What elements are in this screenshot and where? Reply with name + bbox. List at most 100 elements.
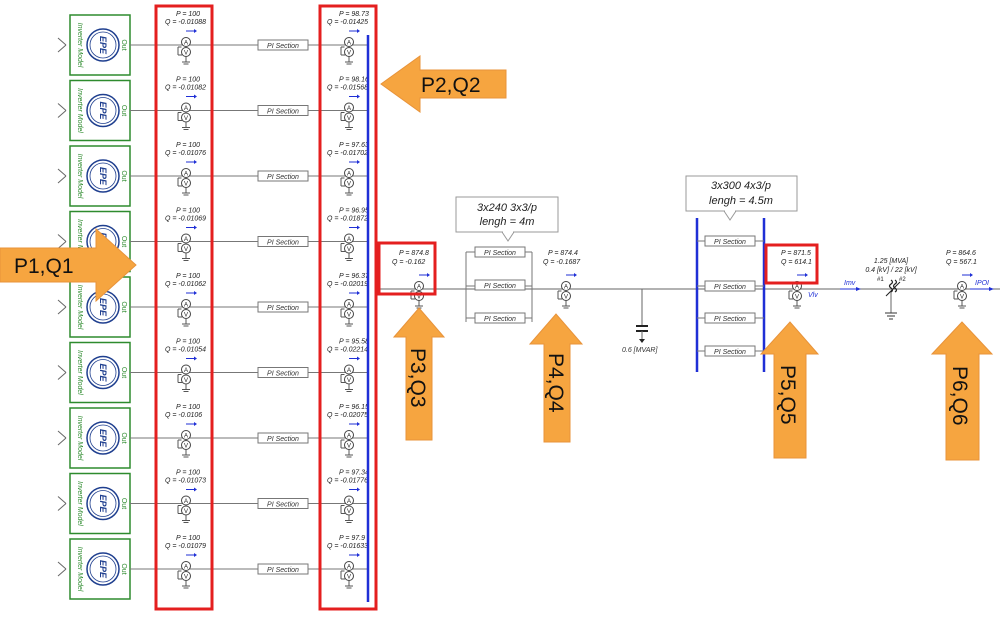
arrow-up-icon [759,321,820,459]
callout-pointer [501,231,515,242]
voltmeter-letter: V [184,509,188,515]
callout-pointer [723,210,737,221]
arrow-up-icon [528,313,584,443]
meter-icon: AV [340,553,360,589]
arrow-icon [357,422,360,426]
ammeter-letter: A [347,172,351,178]
connector-icon [57,37,67,46]
p2-value: P = 95.58 [339,339,369,346]
meter-icon: AV [953,273,973,309]
ammeter-letter: A [347,237,351,243]
ammeter-icon [344,168,354,178]
ammeter-icon [181,364,191,375]
q1-value: Q = -0.01054 [165,347,206,354]
callout-label: P6,Q6 [948,366,971,426]
p1-value: P = 100 [176,273,200,280]
meter-icon: AV [177,356,197,392]
meter-5-q: Q = 614.1 [781,259,812,266]
voltmeter-letter: V [795,295,799,301]
arrow-icon [357,356,360,361]
inverter-model-label: Inverter Model [76,23,83,68]
callout-label: P5,Q5 [776,365,799,425]
meter-icon: AV [557,273,577,309]
meter-icon: AV [557,273,577,309]
ammeter-letter: A [184,303,188,309]
meter-6-p: P = 864.6 [946,250,976,257]
arrow-right-icon [0,227,137,303]
pi-section-label: PI Section [484,250,516,257]
ammeter-icon [344,102,354,113]
meter-icon: AV [177,487,197,523]
q2-value: Q = -0.01702 [327,150,368,157]
voltmeter-letter: V [347,182,351,188]
connector-icon [57,234,67,242]
arrow-icon [357,487,360,492]
arrow-icon [357,29,360,33]
capacitor-icon [639,339,645,343]
arrow-icon [357,553,360,557]
cable-1-length: lengh = 4m [480,216,535,228]
pi-section [704,235,756,247]
pi-section-label: PI Section [714,316,746,323]
pi-section [257,170,309,182]
inverter-model-label: Inverter Model [76,88,83,133]
out-port-label: Out [120,236,127,247]
arrow-icon [194,422,197,426]
meter-icon: AV [340,291,360,327]
arrow-icon [194,225,197,230]
q1-value: Q = -0.0106 [165,412,202,419]
out-port-label: Out [120,367,127,378]
voltmeter-letter: V [960,295,964,301]
voltmeter-letter: V [184,116,188,122]
ammeter-icon [414,281,424,291]
arrow-icon [970,273,973,277]
ammeter-icon [561,281,571,291]
epe-logo-text: EPE [98,363,108,382]
q2-value: Q = -0.02214 [327,347,368,354]
ammeter-letter: A [184,172,188,178]
winding-1-label: #1 [877,277,884,283]
imv-signal-label: Imv [844,280,856,287]
meter-6-q: Q = 567.1 [946,259,977,266]
ammeter-icon [181,233,191,244]
pi-section-label: PI Section [267,436,299,443]
connector-icon [57,430,67,439]
meter-4-q: Q = -0.1687 [543,259,581,266]
voltmeter-letter: V [184,313,188,319]
q2-value: Q = -0.01633 [327,543,368,550]
pi-section [257,105,309,116]
p1-value: P = 100 [176,339,200,346]
ammeter-icon [181,102,191,113]
arrow-icon [194,29,197,33]
pi-section [704,280,756,292]
transformer: 1.25 [MVA] 0.4 [kV] / 22 [kV] #1 #2 [865,258,918,320]
pi-section [257,301,309,313]
pi-section-label: PI Section [267,305,299,312]
meter-3: P = 874.8 Q = -0.162 AV [392,250,430,309]
meter-icon: AV [410,273,430,309]
callout-arrow-p1q1: P1,Q1 [0,227,137,303]
meter-icon: AV [177,291,197,327]
callout-arrow-p2q2: P2,Q2 [380,55,507,113]
meter-icon: AV [177,29,197,65]
ammeter-letter: A [347,41,351,47]
p2-value: P = 97.63 [339,142,369,149]
ammeter-icon [181,430,191,440]
p1-value: P = 100 [176,535,200,542]
voltmeter-letter: V [347,378,351,384]
out-port-label: Out [120,432,127,443]
out-port-label: Out [120,170,127,181]
p1-value: P = 100 [176,77,200,84]
meter-icon: AV [340,94,360,130]
vlv-signal-label: Vlv [808,292,818,299]
voltmeter-letter: V [184,247,188,253]
epe-logo-text: EPE [98,429,108,448]
cable-2-length: lengh = 4.5m [709,195,773,207]
meter-icon: AV [788,273,808,309]
